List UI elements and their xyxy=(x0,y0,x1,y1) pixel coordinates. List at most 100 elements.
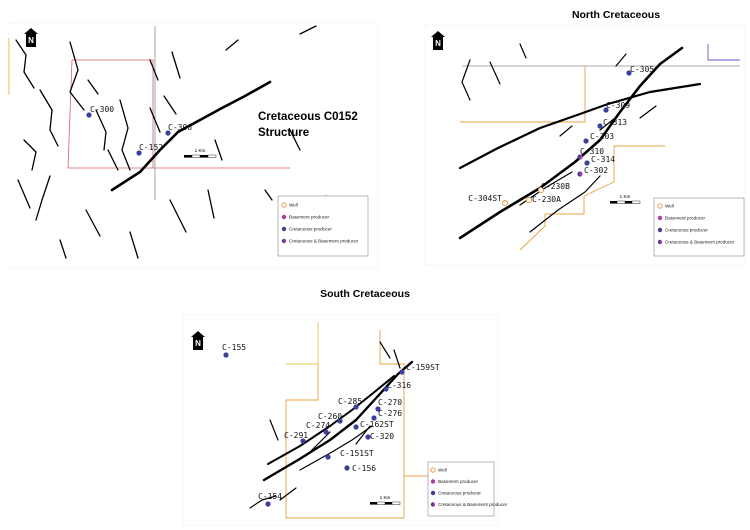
well-label: C-303 xyxy=(590,132,614,141)
legend-label: Cretaceous & Basement producer xyxy=(665,240,735,245)
north-fault-2 xyxy=(458,82,702,170)
well: C-304ST xyxy=(468,194,509,207)
well: C-152 xyxy=(136,143,163,156)
legend-label: Well xyxy=(438,468,447,473)
well: C-151ST xyxy=(325,449,374,460)
legend-label: Basement producer xyxy=(665,216,706,221)
legend-symbol-icon xyxy=(657,203,663,209)
well-label: C-154 xyxy=(258,492,282,501)
west-main-fault xyxy=(110,80,272,192)
north-north-arrow: N xyxy=(431,31,445,50)
well: C-314 xyxy=(584,155,615,166)
well: C-154 xyxy=(258,492,282,507)
legend-entry: Well xyxy=(281,202,298,208)
well: C-309 xyxy=(603,101,630,113)
well-marker-icon xyxy=(626,70,632,76)
legend-symbol-icon xyxy=(430,479,436,484)
well-marker-icon xyxy=(365,434,371,440)
legend-symbol-icon xyxy=(657,227,663,233)
legend-symbol-icon xyxy=(281,202,287,208)
well-marker-icon xyxy=(583,138,589,144)
well-marker-icon xyxy=(353,404,359,410)
south-boundary-right xyxy=(379,330,428,477)
well-label: C-300 xyxy=(90,105,114,114)
well: C-305 xyxy=(626,65,654,76)
well-label: C-155 xyxy=(222,343,246,352)
south-minor-faults xyxy=(249,341,401,509)
west-north-label: N xyxy=(28,36,34,45)
well-marker-icon xyxy=(383,386,389,392)
well-marker-icon xyxy=(353,424,359,430)
well-marker-icon xyxy=(371,415,377,421)
well-label: C-274 xyxy=(306,421,330,430)
well-label: C-230A xyxy=(532,195,561,204)
well-marker-icon xyxy=(537,186,545,194)
well-label: C-156 xyxy=(352,464,376,473)
legend-label: Cretaceous producer xyxy=(289,227,332,232)
well-marker-icon xyxy=(86,112,92,118)
well-label: C-309 xyxy=(606,101,630,110)
well-label: C-151ST xyxy=(340,449,374,458)
well-marker-icon xyxy=(501,199,509,207)
well-label: C-313 xyxy=(603,118,627,127)
south-panel: South Cretaceous N xyxy=(182,288,508,526)
legend-entry: Well xyxy=(430,467,447,473)
well-label: C-162ST xyxy=(360,420,394,429)
west-north-arrow: N xyxy=(24,28,38,47)
legend-label: Cretaceous & Basement producer xyxy=(289,239,359,244)
legend-entry: Basement producer xyxy=(281,214,330,220)
west-scale-label: 1 Km xyxy=(195,148,206,153)
well-marker-icon xyxy=(325,454,331,460)
well-label: C-276 xyxy=(378,409,402,418)
well: C-156 xyxy=(344,464,376,473)
well: C-306 xyxy=(165,123,192,136)
legend-entry: Basement producer xyxy=(657,216,706,221)
north-panel: North Cretaceous N xyxy=(424,9,746,266)
north-scale-label: 1 Km xyxy=(620,194,631,199)
well-label: C-314 xyxy=(591,155,615,164)
legend-entry: Cretaceous producer xyxy=(281,226,332,232)
legend-symbol-icon xyxy=(281,214,287,220)
well-marker-icon xyxy=(300,438,306,444)
north-north-label: N xyxy=(435,39,441,48)
north-lease-line xyxy=(707,44,740,61)
south-scale-bar: 1 Km xyxy=(370,495,401,505)
legend-symbol-icon xyxy=(430,502,436,507)
legend-label: Cretaceous & Basement producer xyxy=(438,502,508,507)
well-marker-icon xyxy=(344,465,350,471)
well-marker-icon xyxy=(375,406,381,412)
well-label: C-302 xyxy=(584,166,608,175)
well: C-300 xyxy=(86,105,114,118)
legend-symbol-icon xyxy=(281,226,287,232)
legend-label: Basement producer xyxy=(289,215,330,220)
west-minor-faults xyxy=(15,25,345,259)
south-main-fault xyxy=(262,360,414,482)
well: C-230B xyxy=(537,182,570,194)
legend-symbol-icon xyxy=(430,490,436,496)
well: C-320 xyxy=(365,432,394,441)
legend-entry: Cretaceous producer xyxy=(430,490,481,496)
well-label: C-306 xyxy=(168,123,192,132)
north-minor-faults xyxy=(461,43,657,233)
well-marker-icon xyxy=(577,171,583,177)
well: C-276 xyxy=(371,409,402,421)
west-panel: N 1 Km Cretaceous C0152 Structure C-300C… xyxy=(7,22,379,269)
well-marker-icon xyxy=(323,429,329,435)
west-scale-bar: 1 Km xyxy=(184,148,217,158)
well: C-230A xyxy=(525,195,561,204)
north-main-fault xyxy=(458,46,684,240)
south-fault-2 xyxy=(267,375,395,465)
well: C-291 xyxy=(284,431,308,444)
south-title: South Cretaceous xyxy=(320,288,410,300)
legend-symbol-icon xyxy=(657,239,663,245)
well-marker-icon xyxy=(597,123,603,129)
well-marker-icon xyxy=(223,352,229,358)
well-label: C-305 xyxy=(630,65,654,74)
legend-label: Well xyxy=(665,204,674,209)
well-label: C-291 xyxy=(284,431,308,440)
south-north-label: N xyxy=(195,339,201,348)
